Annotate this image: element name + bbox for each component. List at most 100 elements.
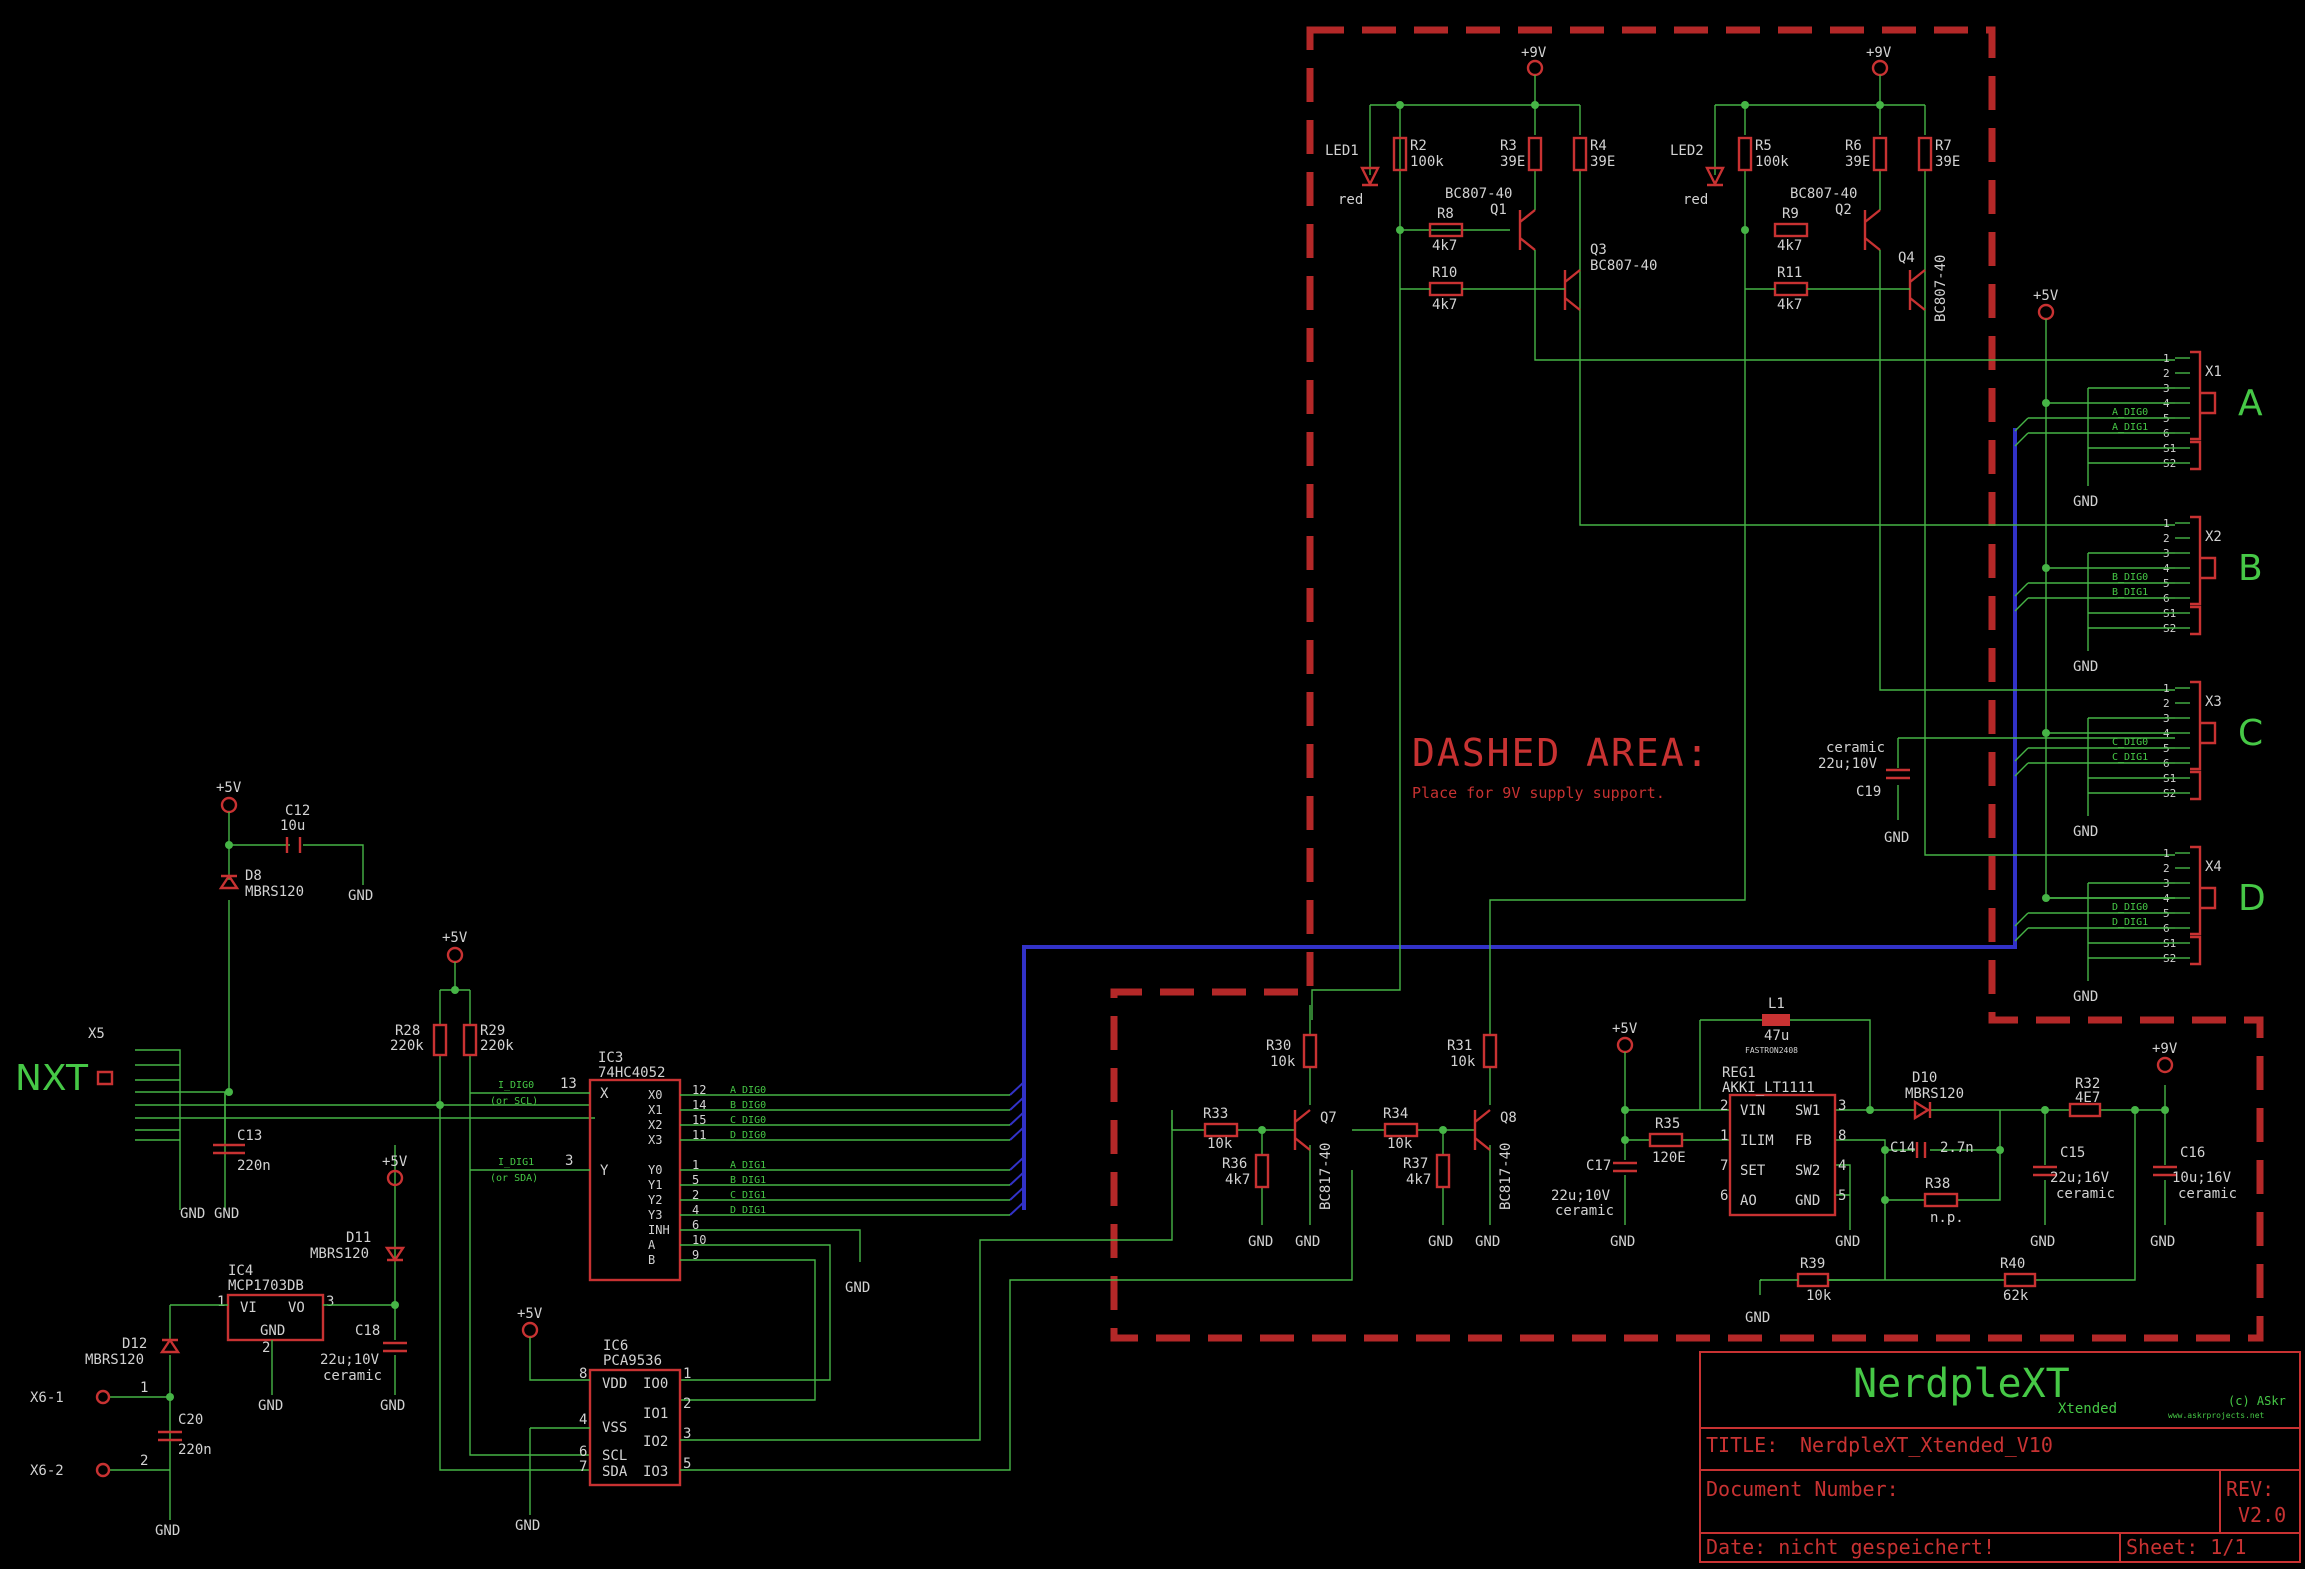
dashed-area-note: Place for 9V supply support.: [1412, 784, 1665, 802]
junction-dot: [1621, 1106, 1629, 1114]
led2-name: LED2: [1670, 143, 1704, 159]
c16-icon: [2153, 1165, 2177, 1177]
junction-dot: [1439, 1126, 1447, 1134]
c16-note: ceramic: [2178, 1186, 2237, 1202]
c17-value: 22u;10V: [1551, 1188, 1611, 1204]
c16-name: C16: [2180, 1145, 2205, 1161]
ic3-output-net: D_DIG1: [730, 1205, 766, 1216]
c19-gnd: GND: [1884, 830, 1909, 846]
sheet-text: Sheet: 1/1: [2126, 1535, 2246, 1559]
ic3-right-pin-num: 11: [692, 1128, 706, 1142]
led1-value: red: [1338, 192, 1363, 208]
r37-value: 4k7: [1406, 1172, 1431, 1188]
junctions: [166, 101, 2169, 1401]
ic4-body: [226, 1293, 325, 1342]
q1-name: Q1: [1490, 202, 1507, 218]
supply-5v-x-icon: [2037, 303, 2055, 321]
c12-gnd: GND: [348, 888, 373, 904]
r4-value: 39E: [1590, 154, 1615, 170]
c18-name: C18: [355, 1323, 380, 1339]
reg1-pin-1: 1: [1720, 1128, 1728, 1144]
ic4-pin-1: 1: [217, 1294, 225, 1310]
q7-gnd: GND: [1295, 1234, 1320, 1250]
ic3-right-pin-name: Y0: [648, 1163, 662, 1177]
r32-name: R32: [2075, 1076, 2100, 1092]
ic3-right-pin-name: X3: [648, 1133, 662, 1147]
ic6-name: IC6: [603, 1338, 628, 1354]
bus-tap-ic3: [1009, 1081, 1025, 1216]
c16-value: 10u;16V: [2172, 1170, 2232, 1186]
junction-dot: [1881, 1146, 1889, 1154]
r31-name: R31: [1447, 1038, 1472, 1054]
ic3-output-net: B_DIG0: [730, 1100, 766, 1111]
connector-wiring: [2014, 387, 2175, 486]
reg1-pin-3: 3: [1838, 1098, 1846, 1114]
ic6-pin-io2: IO2: [643, 1434, 668, 1450]
d8-name: D8: [245, 868, 262, 884]
ic4-name: IC4: [228, 1263, 253, 1279]
boost-section: +5V REG1 AKKI_LT1111 VIN ILIM SET AO SW1…: [1551, 996, 2237, 1326]
ic3-right-pin-name: X1: [648, 1103, 662, 1117]
d10-value: MBRS120: [1905, 1086, 1964, 1102]
junction-dot: [166, 1393, 174, 1401]
net-dig0: C_DIG0: [2112, 737, 2148, 748]
port-a-label: A: [2238, 383, 2263, 424]
signal-bus: [1022, 428, 2017, 1210]
title-block: NerdpleXT Xtended (c) ASkr www.askrproje…: [1699, 1351, 2301, 1563]
ic3-right-pin-name: A: [648, 1238, 656, 1252]
ic3-value: 74HC4052: [598, 1065, 665, 1081]
junction-dot: [1531, 101, 1539, 109]
reg1-pin-set: SET: [1740, 1163, 1766, 1179]
driver-section: R30 10k R31 10k R33 10k R36 4k7 Q7 BC817…: [1171, 1005, 1517, 1250]
connector-pin-label: 2: [2163, 862, 2170, 875]
c18-icon: [383, 1341, 407, 1353]
net-dig1: D_DIG1: [2112, 917, 2148, 928]
supply-5v-d11-icon: [386, 1169, 404, 1187]
ic6-pin-2: 2: [683, 1396, 691, 1412]
r30-body: [1302, 1033, 1318, 1069]
ic3-right-pin-name: B: [648, 1253, 655, 1267]
c15-value: 22u;16V: [2050, 1170, 2110, 1186]
c15-icon: [2033, 1165, 2057, 1177]
r36-value: 4k7: [1225, 1172, 1250, 1188]
date-text: Date: nicht gespeichert!: [1706, 1535, 1995, 1559]
c15-gnd: GND: [2030, 1234, 2055, 1250]
r28-value: 220k: [390, 1038, 424, 1054]
c15-note: ceramic: [2056, 1186, 2115, 1202]
r40-body: [2003, 1272, 2037, 1288]
junction-dot: [1741, 101, 1749, 109]
connector-pin-label: 1: [2163, 517, 2170, 530]
junction-dot: [2131, 1106, 2139, 1114]
c18-note: ceramic: [323, 1368, 382, 1384]
x6-1-pad-icon: [95, 1389, 111, 1405]
supply-9v-2-icon: [1871, 59, 1889, 77]
title-block-frame: [1699, 1351, 2301, 1563]
d8-icon: [218, 873, 240, 890]
x6-1-name: X6-1: [30, 1390, 64, 1406]
connector-jack-icon: [2200, 721, 2217, 745]
led1-icon: [1360, 166, 1380, 187]
ic6-pin-vss: VSS: [602, 1420, 627, 1436]
reg1-pin-sw1: SW1: [1795, 1103, 1820, 1119]
c13-icon: [213, 1143, 245, 1155]
r32-value: 4E7: [2075, 1090, 2100, 1106]
c20-value: 220n: [178, 1442, 212, 1458]
connector-wiring: [2014, 552, 2175, 651]
r3-value: 39E: [1500, 154, 1525, 170]
r40-name: R40: [2000, 1256, 2025, 1272]
reg1-value: AKKI_LT1111: [1722, 1080, 1815, 1096]
reg1-pin-ao: AO: [1740, 1193, 1757, 1209]
net-dig1: A_DIG1: [2112, 422, 2148, 433]
q7-name: Q7: [1320, 1110, 1337, 1126]
net-dig1: C_DIG1: [2112, 752, 2148, 763]
r36-gnd: GND: [1248, 1234, 1273, 1250]
junction-dot: [436, 1101, 444, 1109]
r36-body: [1254, 1153, 1270, 1189]
ic3-output-net: D_DIG0: [730, 1130, 766, 1141]
net-i-dig1: I_DIG1: [498, 1157, 534, 1168]
c12-icon: [285, 837, 302, 853]
ic3-output-net: A_DIG0: [730, 1085, 766, 1096]
ic6-pin-4: 4: [579, 1412, 587, 1428]
net-dig1: B_DIG1: [2112, 587, 2148, 598]
